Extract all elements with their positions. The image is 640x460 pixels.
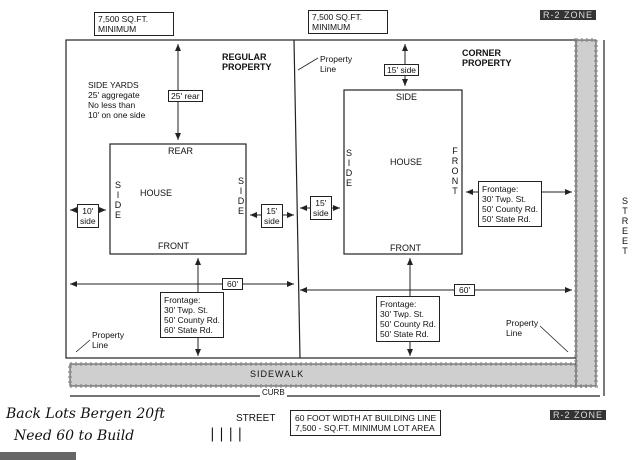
house-right-outline: [343, 89, 463, 255]
zone-label-bottom: R-2 ZONE: [550, 410, 607, 420]
regular-property-title: REGULAR PROPERTY: [222, 52, 272, 72]
corner-property-title: CORNER PROPERTY: [462, 48, 512, 68]
lot-minimum-left: 7,500 SQ.FT. MINIMUM: [94, 12, 174, 36]
house-left-front-label: FRONT: [158, 241, 189, 251]
house-right-front-label: FRONT: [390, 243, 421, 253]
property-line-label-left: Property Line: [92, 330, 125, 350]
zone-label-top: R-2 ZONE: [540, 10, 597, 20]
building-line-note: 60 FOOT WIDTH AT BUILDING LINE 7,500 - S…: [290, 410, 442, 436]
house-right-front-side-label: F R O N T: [451, 146, 459, 196]
handwritten-tally-marks: | | | |: [210, 426, 243, 442]
house-left-side-label-right: S I D E: [237, 176, 245, 216]
frontage-box-corner-side: Frontage: 30' Twp. St. 50' County Rd. 50…: [478, 181, 542, 227]
frontage-box-regular: Frontage: 30' Twp. St. 50' County Rd. 60…: [160, 292, 224, 338]
arrow-heads: [70, 44, 572, 356]
credit-strip: [0, 452, 76, 460]
street-label-side: S T R E E T: [621, 196, 629, 256]
width-60-right: 60': [454, 284, 476, 296]
width-60-left: 60': [222, 278, 244, 290]
lot-divider: [293, 39, 301, 359]
house-right-label: HOUSE: [390, 157, 423, 167]
side-yards-note: SIDE YARDS 25' aggregate No less than 10…: [88, 80, 146, 120]
street-label-bottom: STREET: [236, 413, 276, 424]
house-left-rear-label: REAR: [168, 146, 194, 156]
side-setback-10: 10' side: [77, 204, 99, 228]
house-left-side-label-left: S I D E: [114, 180, 122, 220]
side-setback-15-regular: 15' side: [261, 204, 283, 228]
leader-lines: [75, 57, 569, 353]
house-left-outline: [109, 143, 247, 255]
rear-setback-label: 25' rear: [168, 90, 203, 102]
side-setback-15-corner: 15' side: [310, 196, 332, 220]
lot-minimum-right: 7,500 SQ.FT. MINIMUM: [308, 10, 388, 34]
sidewalk-label: SIDEWALK: [250, 369, 305, 379]
house-left-label: HOUSE: [140, 188, 173, 198]
property-line-label-right: Property Line: [506, 318, 539, 338]
sidewalk-band: [69, 363, 591, 387]
curb-label: CURB: [260, 388, 287, 398]
handwritten-note-line2: Need 60 to Build: [14, 428, 135, 444]
frontage-box-corner-front: Frontage: 30' Twp. St. 50' County Rd. 50…: [376, 296, 440, 342]
house-right-side-label: S I D E: [345, 148, 353, 188]
handwritten-note-line1: Back Lots Bergen 20ft: [6, 406, 165, 422]
house-right-side-top-label: SIDE: [396, 92, 418, 102]
side-sidewalk-band: [575, 39, 597, 387]
corner-side-setback-top: 15' side: [384, 64, 420, 76]
property-line-label-top: Property Line: [320, 54, 353, 74]
